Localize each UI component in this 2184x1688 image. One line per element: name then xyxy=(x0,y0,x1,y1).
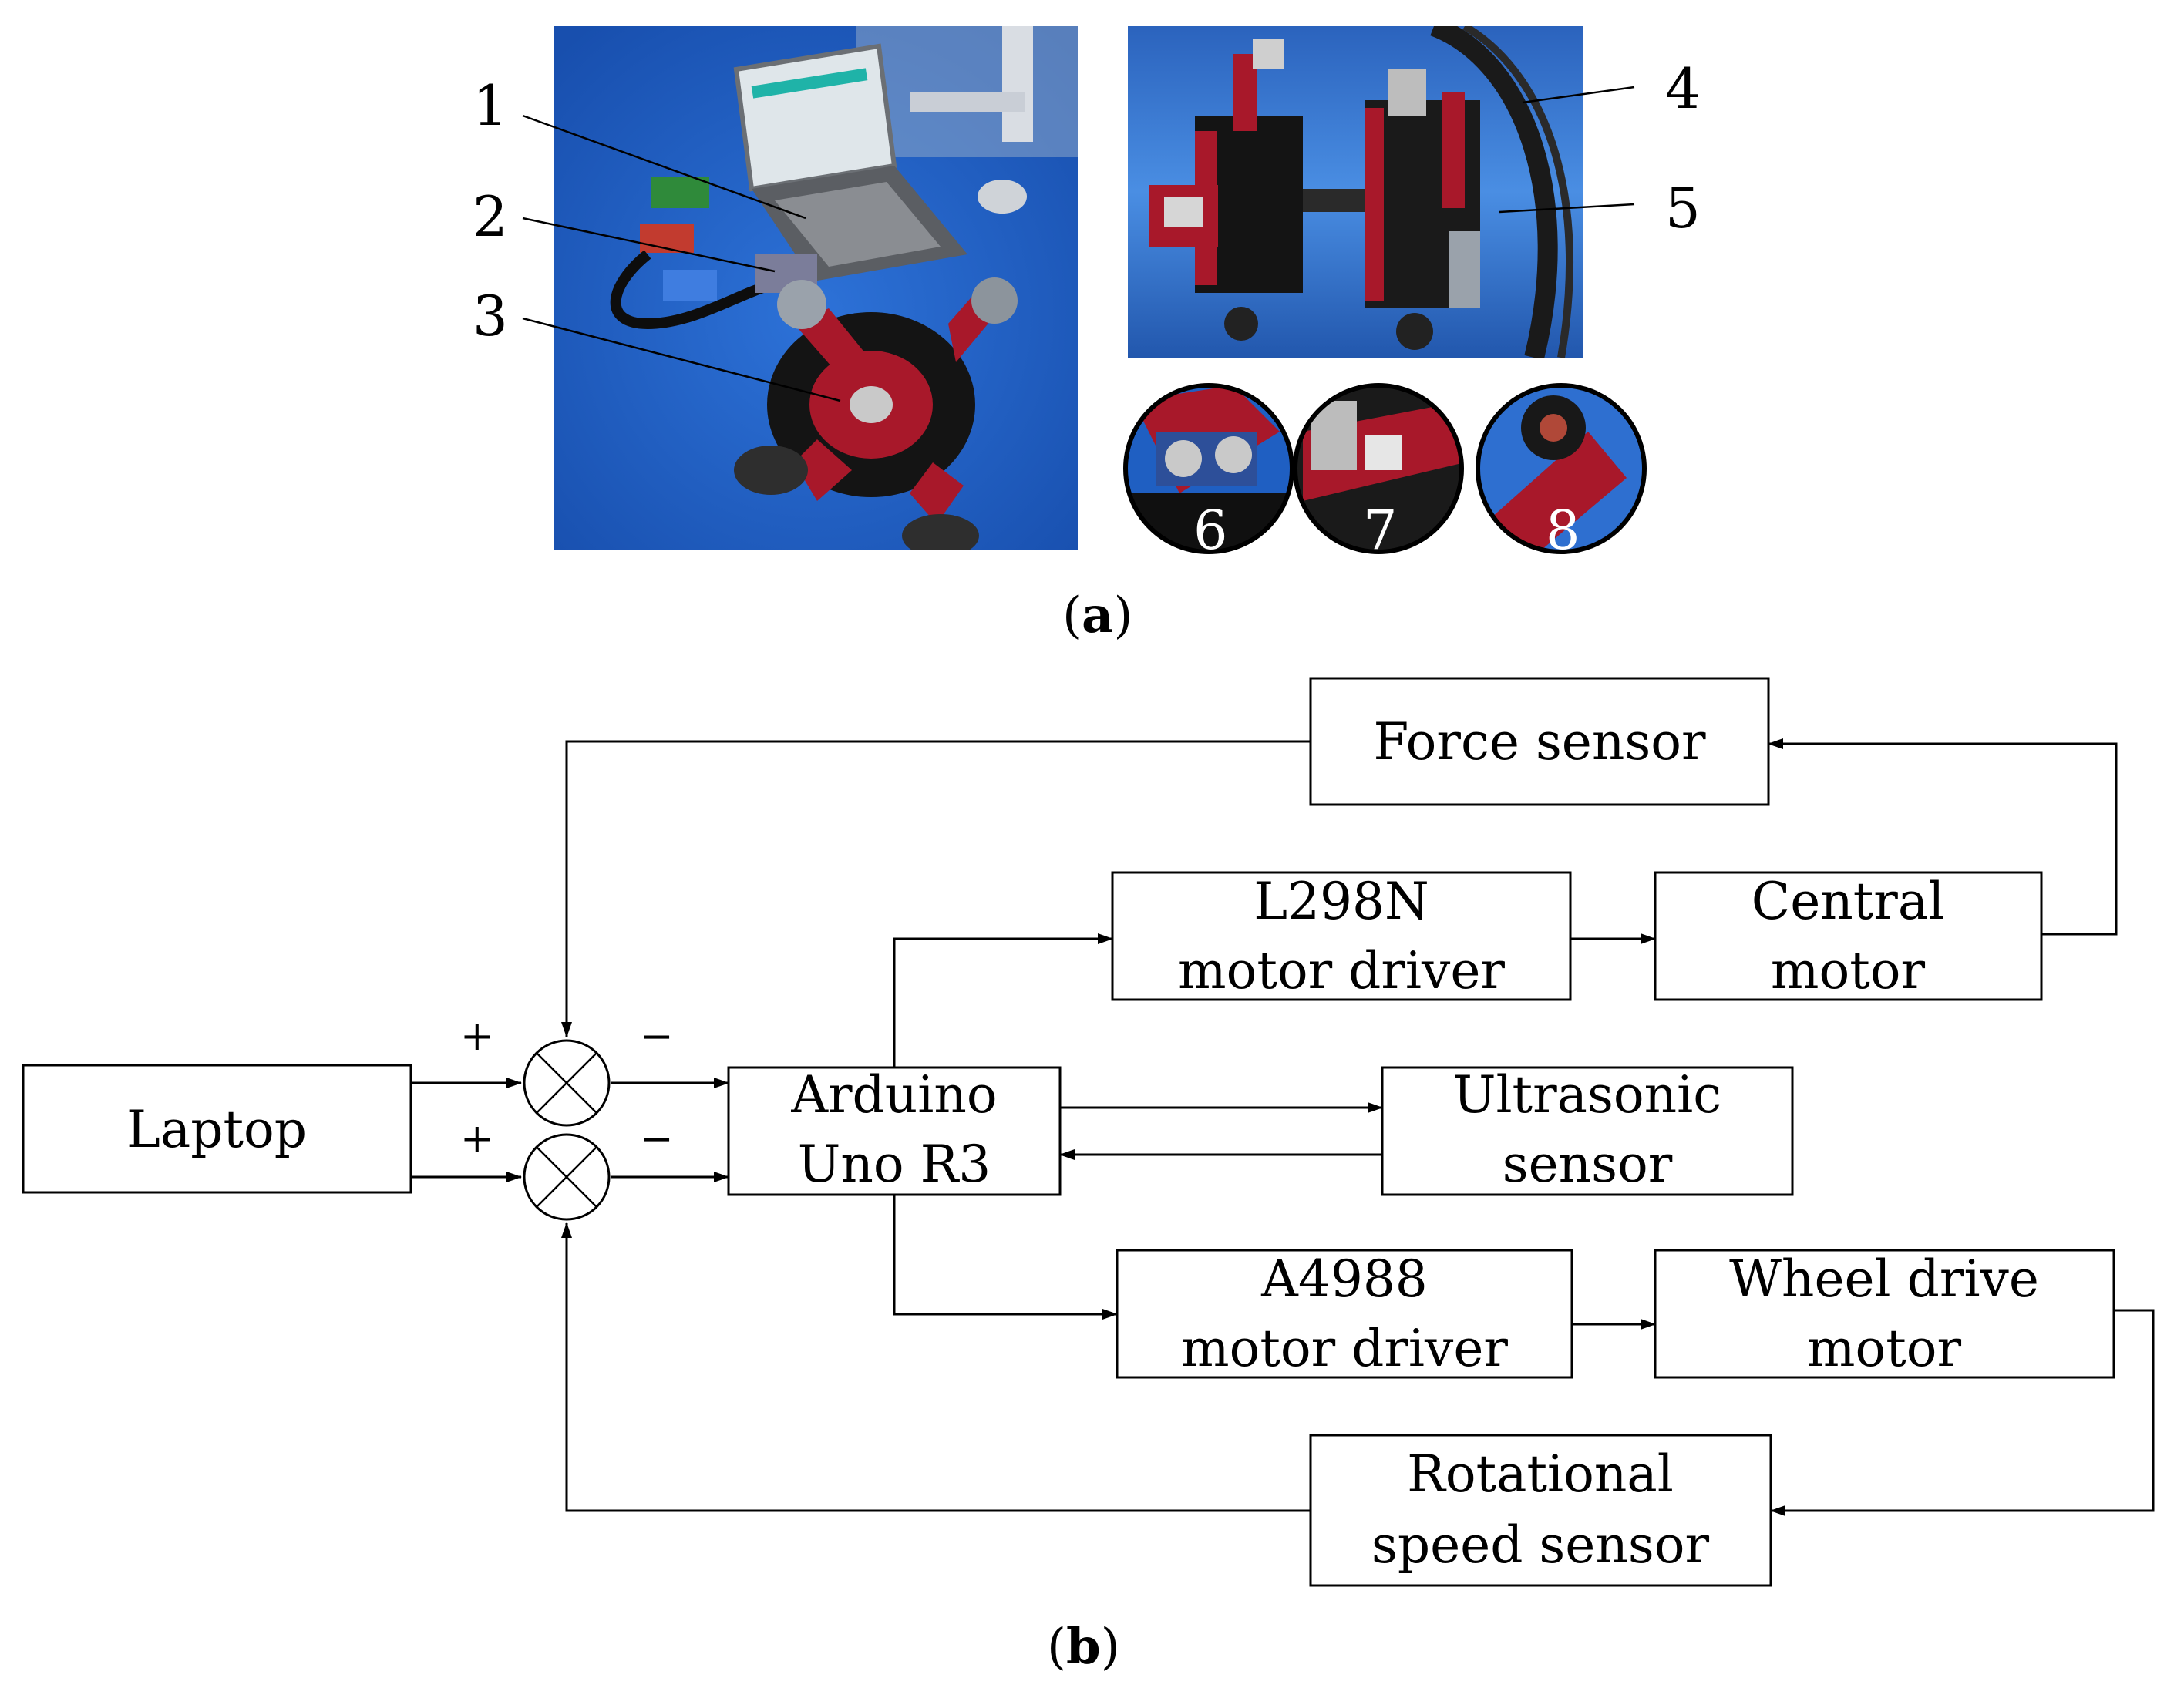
callout-2: 2 xyxy=(473,184,508,249)
wheel-motor-label-line1: Wheel drive xyxy=(1729,1249,2039,1309)
sign-plus-bottom: + xyxy=(460,1116,494,1162)
inset-ultrasonic: 6 xyxy=(1123,383,1294,562)
ultrasonic-label-line2: sensor xyxy=(1503,1135,1673,1194)
ultrasonic-label-line1: Ultrasonic xyxy=(1453,1065,1721,1125)
caption-a: (a) xyxy=(1062,587,1132,644)
inset-8-label: 8 xyxy=(1546,499,1580,562)
callout-3: 3 xyxy=(473,284,508,348)
laptop-label: Laptop xyxy=(126,1100,307,1159)
l298n-label-line1: L298N xyxy=(1254,872,1429,931)
summing-junction-bottom xyxy=(523,1133,611,1221)
robot-in-pipe-photo xyxy=(1128,26,1583,358)
a4988-label-line2: motor driver xyxy=(1181,1319,1508,1378)
arduino-label-line1: Arduino xyxy=(790,1065,997,1125)
inset-6-label: 6 xyxy=(1193,499,1228,562)
force-sensor-label: Force sensor xyxy=(1373,712,1706,772)
callout-labels: 1 2 3 4 5 xyxy=(473,56,1701,348)
callout-leaders xyxy=(522,86,1635,402)
ultrasonic-sensor-block: Ultrasonic sensor xyxy=(1381,1065,1794,1196)
central-motor-label-line1: Central xyxy=(1752,872,1945,931)
inset-force: 7 xyxy=(1293,383,1464,562)
central-motor-label-line2: motor xyxy=(1771,941,1926,1000)
callout-5: 5 xyxy=(1665,176,1701,240)
a4988-block: A4988 motor driver xyxy=(1116,1249,1573,1379)
l298n-block: L298N motor driver xyxy=(1111,871,1572,1001)
summing-junction-top xyxy=(523,1039,611,1127)
robot-laptop-photo xyxy=(554,26,1078,550)
speed-sensor-label-line2: speed sensor xyxy=(1371,1515,1710,1575)
callout-4: 4 xyxy=(1665,56,1701,121)
panel-b-block-diagram: + − + − Laptop Arduino Uno R3 Force sens… xyxy=(22,677,2155,1676)
sign-plus-top: + xyxy=(460,1014,494,1060)
laptop-block: Laptop xyxy=(22,1064,412,1194)
arduino-label-line2: Uno R3 xyxy=(798,1135,991,1194)
callout-1: 1 xyxy=(473,73,508,138)
inset-speed: 8 xyxy=(1476,383,1647,562)
caption-b: (b) xyxy=(1047,1618,1120,1676)
panel-a: 1 2 3 4 5 6 xyxy=(473,26,1701,644)
sign-minus-bottom: − xyxy=(640,1116,674,1162)
l298n-label-line2: motor driver xyxy=(1178,941,1505,1000)
sign-minus-top: − xyxy=(640,1014,674,1060)
arduino-block: Arduino Uno R3 xyxy=(727,1065,1062,1196)
inset-7-label: 7 xyxy=(1363,499,1398,562)
speed-sensor-label-line1: Rotational xyxy=(1407,1444,1674,1504)
wheel-motor-label-line2: motor xyxy=(1807,1319,1962,1378)
force-sensor-block: Force sensor xyxy=(1309,677,1770,806)
a4988-label-line1: A4988 xyxy=(1260,1249,1428,1309)
rotational-speed-sensor-block: Rotational speed sensor xyxy=(1309,1434,1772,1587)
connectors xyxy=(411,738,2155,1516)
wheel-drive-motor-block: Wheel drive motor xyxy=(1654,1249,2115,1379)
central-motor-block: Central motor xyxy=(1654,871,2043,1001)
